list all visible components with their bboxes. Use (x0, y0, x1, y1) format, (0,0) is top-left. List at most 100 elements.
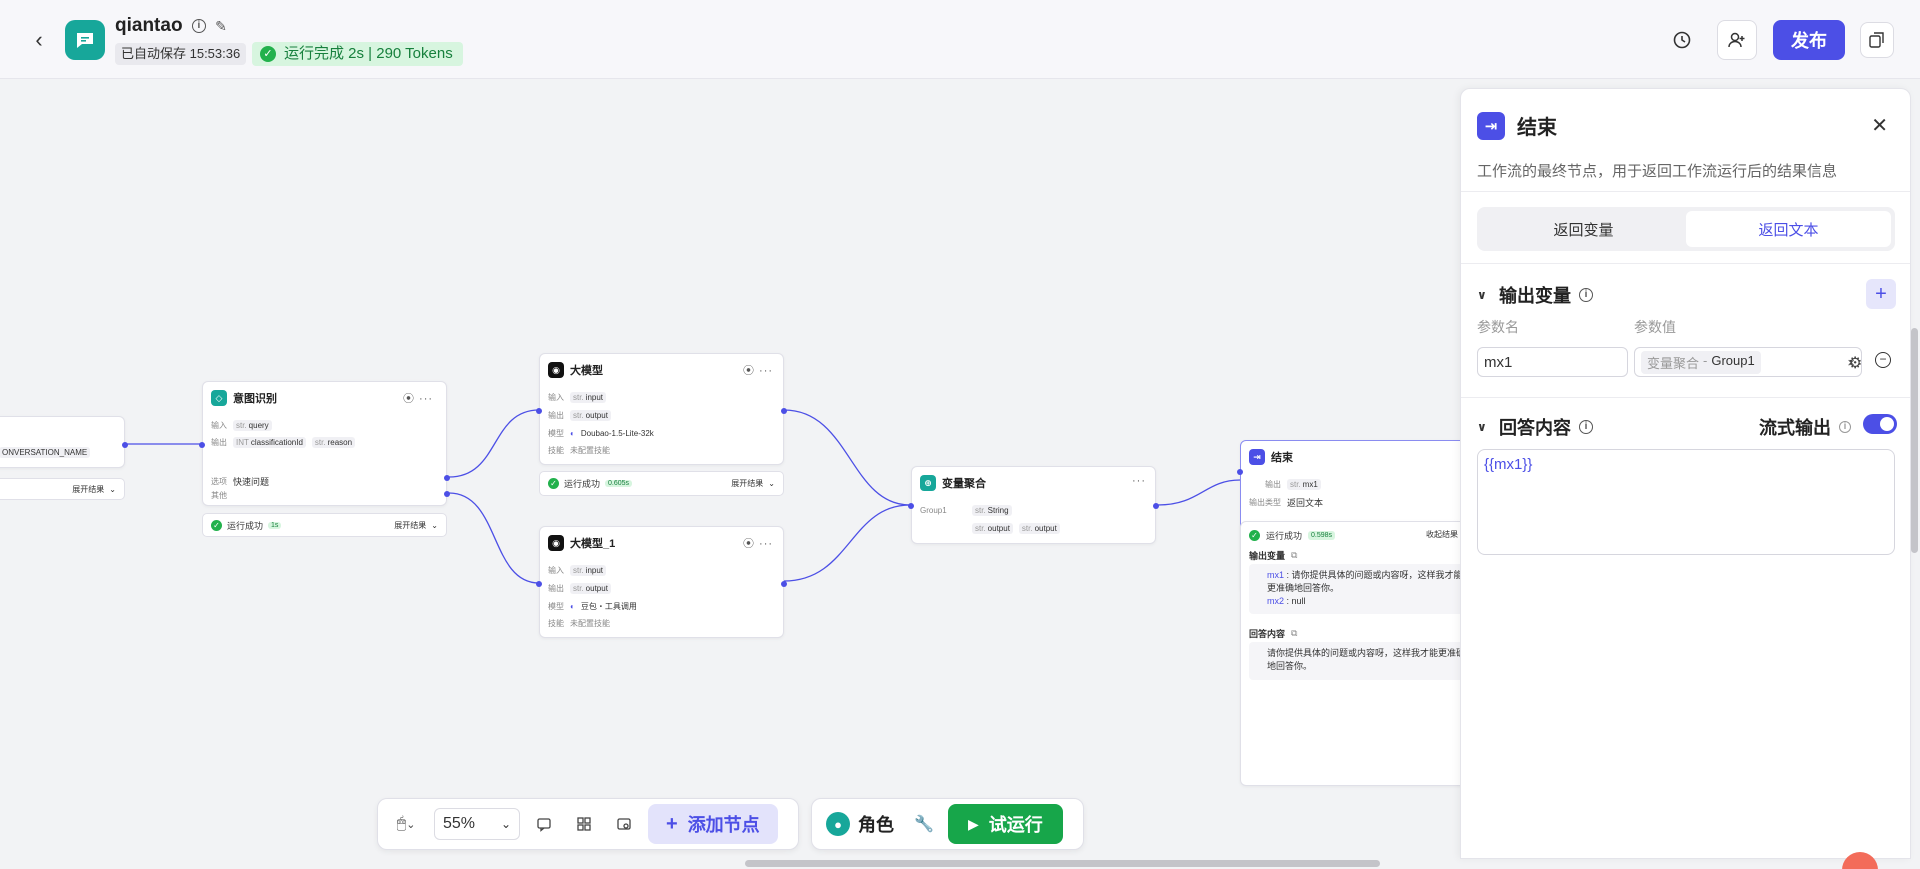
output-port[interactable] (1153, 503, 1159, 509)
agg-title: 变量聚合 (942, 478, 986, 490)
top-bar: ‹ qiantao i ✎ 已自动保存 15:53:36 ✓ 运行完成 2s |… (0, 0, 1920, 79)
clear-icon[interactable]: × (1847, 354, 1855, 370)
add-node-label: 添加节点 (687, 815, 760, 835)
assistant-avatar[interactable] (1842, 852, 1878, 869)
out-var: output (585, 584, 608, 593)
panel-scrollbar[interactable] (1911, 328, 1918, 553)
section-title: 输出变量 (1499, 286, 1571, 306)
check-circle-icon: ✓ (260, 46, 276, 62)
tab-return-text[interactable]: 返回文本 (1686, 211, 1891, 247)
opt-label: 选项 (211, 477, 227, 486)
expand-result[interactable]: 展开结果 (72, 484, 105, 494)
end-node-config-panel: ⇥结束 ✕ 工作流的最终节点，用于返回工作流运行后的结果信息 返回变量 返回文本… (1460, 88, 1911, 859)
divider (1461, 397, 1910, 398)
info-icon[interactable]: i (1579, 420, 1593, 434)
horizontal-scrollbar[interactable] (745, 860, 1380, 867)
run-status-text: 运行完成 2s | 290 Tokens (284, 45, 453, 62)
back-arrow-icon[interactable]: ‹ (35, 27, 43, 52)
add-variable-button[interactable]: + (1866, 279, 1896, 309)
mx1-val: 请你提供具体的问题或内容呀，这样我才能更准确地回答你。 (1267, 570, 1463, 593)
add-node-button[interactable]: +添加节点 (648, 804, 778, 844)
minimap-icon[interactable] (608, 808, 640, 840)
publish-button[interactable]: 发布 (1773, 20, 1845, 60)
test-run-button[interactable]: ▶试运行 (948, 804, 1063, 844)
run-time: 0.605s (605, 480, 633, 487)
output-port[interactable] (781, 581, 787, 587)
more-icon[interactable]: ⦿ ··· (743, 538, 774, 550)
input-port[interactable] (199, 442, 205, 448)
history-icon[interactable] (1662, 20, 1702, 60)
tab-return-variable[interactable]: 返回变量 (1553, 221, 1614, 239)
divider (1461, 191, 1910, 192)
input-port[interactable] (536, 581, 542, 587)
input-port[interactable] (1237, 469, 1243, 475)
add-collaborator-icon[interactable] (1717, 20, 1757, 60)
expand-result[interactable]: 展开结果 (731, 479, 764, 488)
param-value-label: 参数值 (1634, 319, 1676, 335)
edit-icon[interactable]: ✎ (215, 18, 227, 34)
out-label: 输出 (548, 411, 564, 420)
answer-textarea[interactable]: {{mx1}} (1477, 449, 1895, 555)
info-icon[interactable]: i (1579, 288, 1593, 302)
llm-icon: ◉ (548, 362, 564, 378)
output-port[interactable] (444, 475, 450, 481)
model-name: Doubao-1.5-Lite-32k (580, 429, 654, 438)
layout-grid-icon[interactable] (568, 808, 600, 840)
section-title: 回答内容 (1499, 418, 1571, 438)
in-var: query (248, 421, 269, 430)
param-name-input[interactable]: mx1 (1477, 347, 1628, 377)
role-button[interactable]: ●角色 (820, 811, 900, 837)
input-port[interactable] (536, 408, 542, 414)
zoom-select[interactable]: 55%⌄ (434, 808, 520, 840)
out-var: mx1 (1302, 480, 1318, 489)
param-value-ref[interactable]: 变量聚合-Group1 × (1634, 347, 1862, 377)
type: str. (314, 438, 326, 447)
type: INT (236, 438, 249, 447)
output-port[interactable] (444, 491, 450, 497)
stream-output-toggle[interactable] (1863, 414, 1897, 434)
run-status-badge[interactable]: ✓ 运行完成 2s | 290 Tokens (252, 42, 463, 66)
in-label: 输入 (548, 566, 564, 575)
remove-icon[interactable]: − (1875, 352, 1891, 368)
settings-gear-icon[interactable]: ⚙ (1848, 355, 1863, 372)
more-icon[interactable]: ··· (1132, 475, 1146, 487)
skill-label: 技能 (548, 446, 564, 455)
info-icon[interactable]: i (1839, 421, 1851, 433)
copy-icon[interactable] (1860, 22, 1894, 58)
aggregate-icon: ⊕ (920, 475, 936, 491)
param-name-label: 参数名 (1477, 319, 1519, 335)
close-icon[interactable]: ✕ (1871, 115, 1888, 137)
return-mode-tabs: 返回变量 返回文本 (1477, 207, 1895, 251)
run-toolbar: ●角色 🔧 ▶试运行 (811, 798, 1084, 850)
collapse-result[interactable]: 收起结果 (1426, 530, 1458, 539)
output-port[interactable] (781, 408, 787, 414)
model-label: 模型 (548, 429, 564, 438)
comment-icon[interactable] (528, 808, 560, 840)
more-icon[interactable]: ⦿ ··· (743, 365, 774, 377)
out-label: 输出 (548, 584, 564, 593)
other-label: 其他 (211, 491, 227, 500)
group-type: String (987, 506, 1009, 515)
group-name: Group1 (920, 506, 947, 515)
role-avatar-icon: ● (826, 812, 850, 836)
run-time: 0.598s (1308, 531, 1336, 540)
skill-val: 未配置技能 (570, 446, 610, 455)
check-circle-icon: ✓ (211, 519, 222, 531)
otype-label: 输出类型 (1249, 498, 1281, 507)
output-port[interactable] (122, 442, 128, 448)
mx2-key: mx2 (1267, 596, 1285, 606)
mouse-mode-icon[interactable]: 🖱⌄ (396, 815, 416, 832)
input-port[interactable] (908, 503, 914, 509)
info-icon[interactable]: i (191, 18, 206, 33)
expand-result[interactable]: 展开结果 (394, 520, 427, 530)
start-node[interactable]: ONVERSATION_NAME (0, 416, 128, 468)
more-icon[interactable]: ⦿ ··· (403, 393, 434, 405)
tools-icon[interactable]: 🔧 (914, 816, 934, 833)
